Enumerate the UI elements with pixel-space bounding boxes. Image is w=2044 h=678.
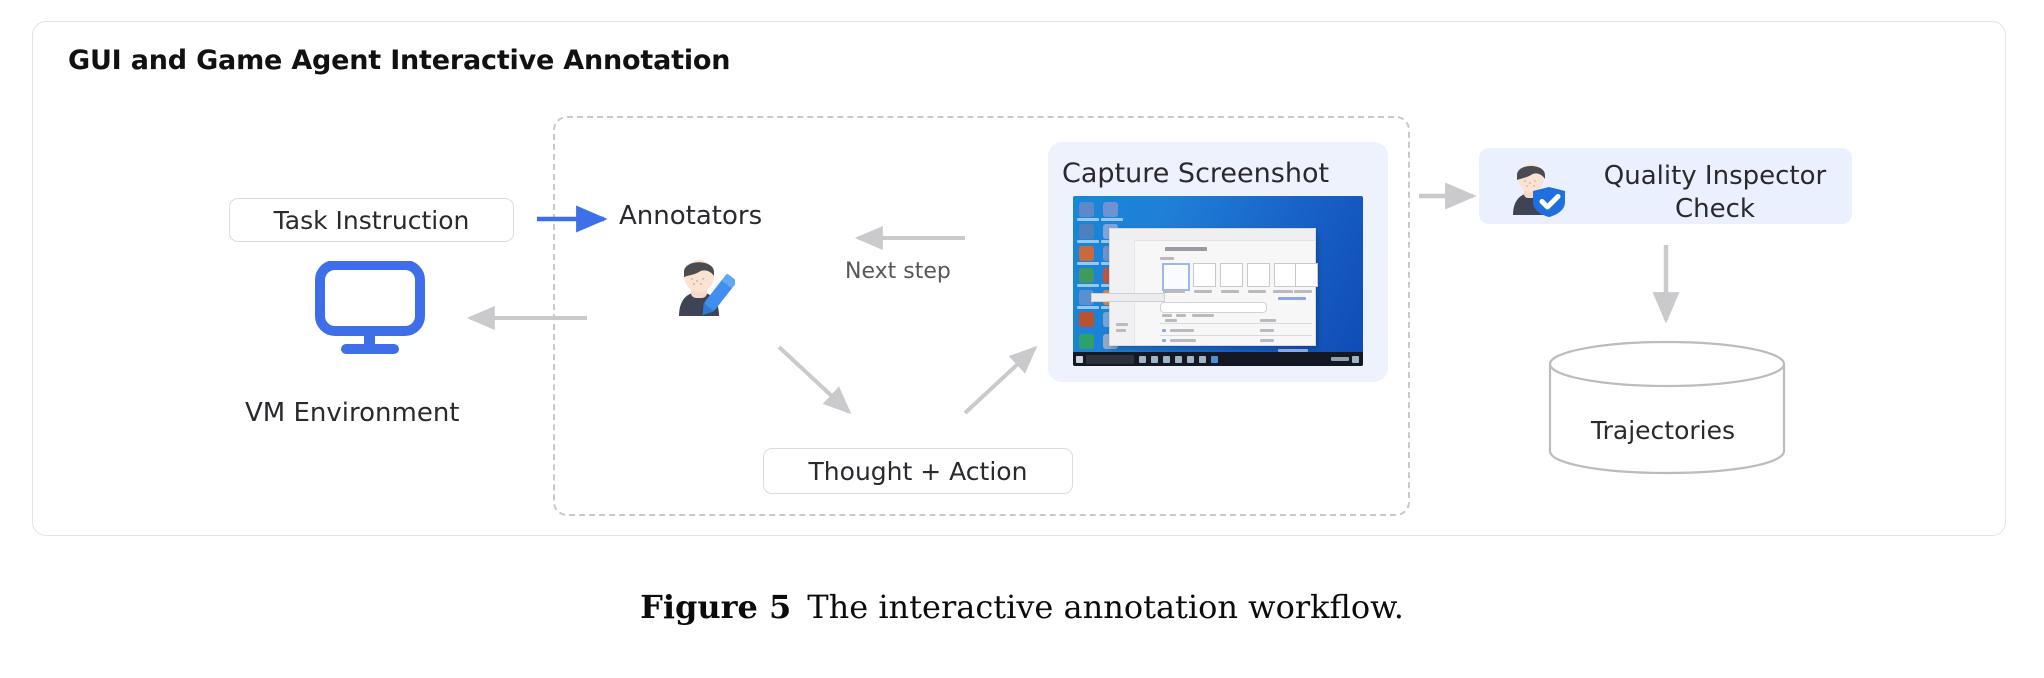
screenshot-taskbar (1073, 352, 1363, 366)
person-with-verified-badge-icon (1503, 155, 1569, 217)
screenshot-tooltip (1091, 293, 1165, 302)
figure-caption-text: The interactive annotation workflow. (807, 588, 1404, 626)
page-title: GUI and Game Agent Interactive Annotatio… (68, 45, 731, 76)
figure-caption: Figure 5 The interactive annotation workf… (0, 588, 2044, 626)
screenshot-thumbnail (1073, 196, 1363, 366)
screenshot-app-window (1109, 228, 1318, 352)
next-step-label: Next step (845, 259, 951, 284)
figure-caption-label: Figure 5 (640, 588, 792, 626)
annotators-label: Annotators (619, 201, 763, 231)
quality-inspector-label: Quality Inspector Check (1603, 161, 1827, 224)
trajectories-label: Trajectories (1591, 416, 1735, 445)
task-instruction-node[interactable]: Task Instruction (229, 198, 514, 242)
monitor-icon (315, 260, 425, 355)
database-cylinder-icon (1548, 340, 1786, 475)
thought-action-node[interactable]: Thought + Action (763, 448, 1073, 494)
person-with-pencil-icon (663, 248, 737, 320)
capture-screenshot-label: Capture Screenshot (1062, 158, 1330, 189)
vm-environment-label: VM Environment (245, 398, 460, 428)
